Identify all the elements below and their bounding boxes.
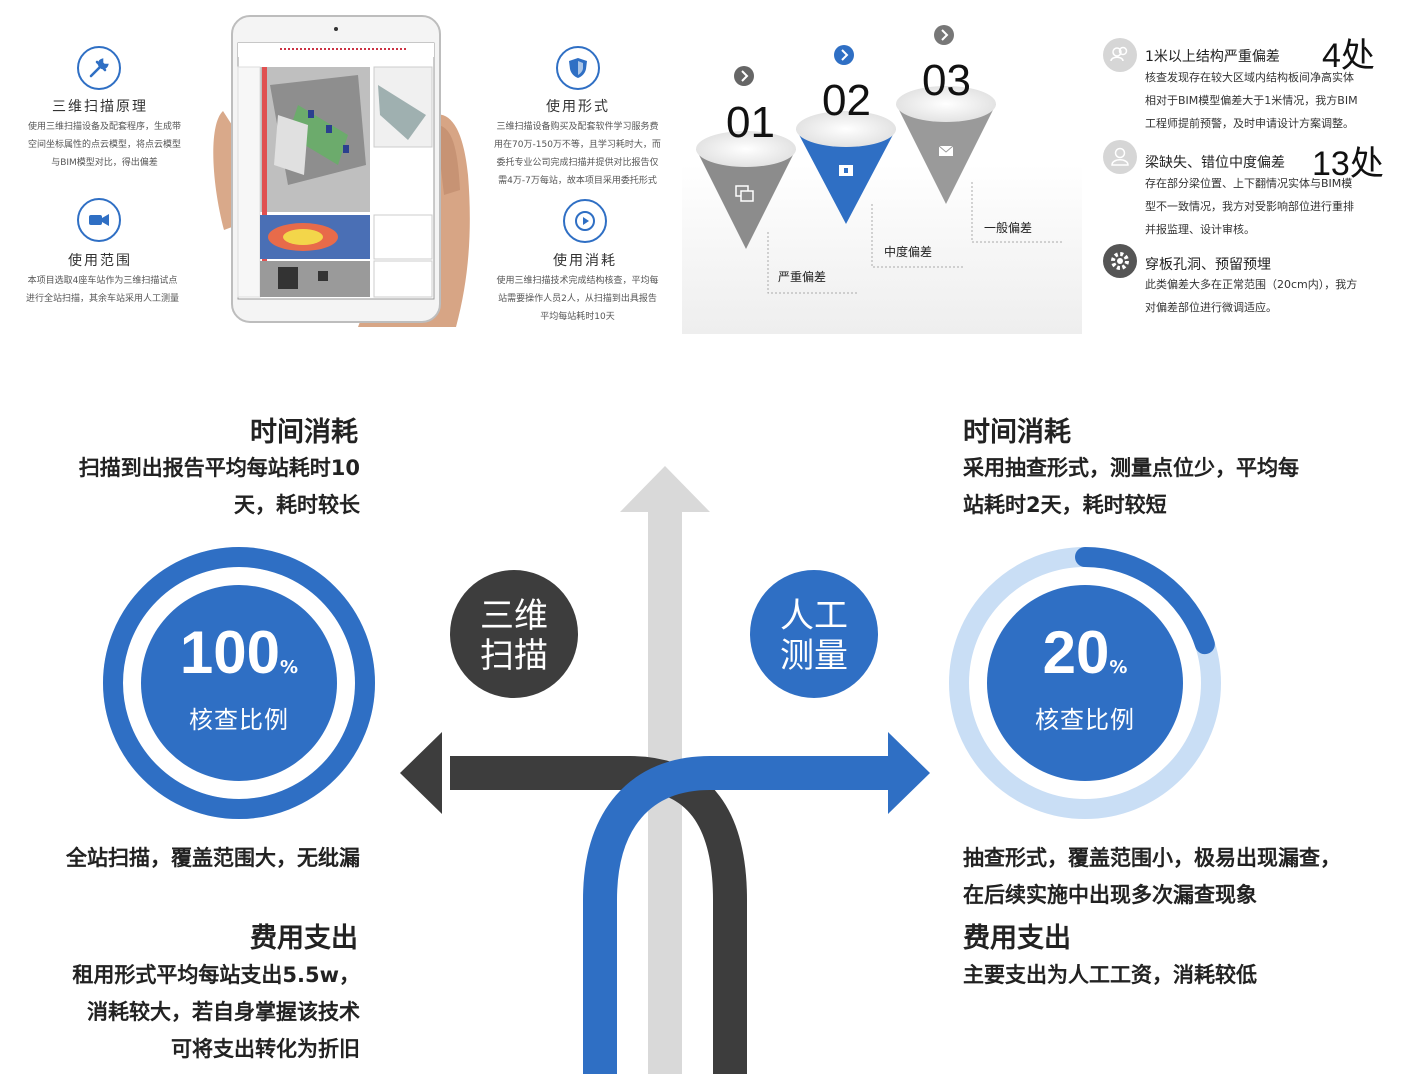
deviation-title-moderate: 梁缺失、错位中度偏差 (1145, 155, 1285, 171)
cone-number-03: 03 (922, 56, 971, 105)
tablet-image (208, 15, 476, 328)
desc-line: 可将支出转化为折旧 (171, 1037, 360, 1061)
deviation-count-severe: 4处 (1322, 37, 1375, 75)
desc-line: 租用形式平均每站支出5.5w， (72, 963, 360, 987)
desc-line: 委托专业公司完成扫描并提供对比报告仅 (496, 158, 659, 168)
desc-line: 空间坐标属性的点云模型，将点云模型 (27, 140, 181, 150)
desc-line: 进行全站扫描，其余车站采用人工测量 (25, 294, 179, 304)
manual-time-desc: 采用抽查形式，测量点位少，平均每 站耗时2天，耗时较短 (963, 450, 1383, 524)
desc-line: 消耗较大，若自身掌握该技术 (87, 1000, 360, 1024)
feature-desc-usage-cost: 使用三维扫描技术完成结构核查，平均每 站需要操作人员2人，从扫描到出具报告 平均… (480, 272, 675, 326)
scan-time-title: 时间消耗 (250, 417, 358, 448)
cone-label-minor: 一般偏差 (984, 221, 1033, 235)
desc-line: 三维扫描设备购买及配套软件学习服务费 (496, 122, 659, 132)
feature-desc-scan-principle: 使用三维扫描设备及配套程序，生成带 空间坐标属性的点云模型，将点云模型 与BIM… (12, 118, 197, 172)
comparison-arrows (390, 460, 950, 1074)
deviation-cones (682, 14, 1082, 334)
manual-coverage: 抽查形式，覆盖范围小，极易出现漏查， 在后续实施中出现多次漏查现象 (963, 840, 1393, 914)
feature-title-usage-scope: 使用范围 (68, 253, 132, 269)
scan-time-desc: 扫描到出报告平均每站耗时10 天，耗时较长 (20, 450, 360, 524)
label-line: 三维 (480, 596, 548, 636)
cone-label-moderate: 中度偏差 (884, 245, 933, 259)
user-icon (1103, 140, 1137, 174)
desc-line: 扫描到出报告平均每站耗时10 (78, 456, 360, 480)
desc-line: 使用三维扫描技术完成结构核查，平均每 (496, 276, 659, 286)
desc-line: 使用三维扫描设备及配套程序，生成带 (27, 122, 181, 132)
users-icon (1103, 38, 1137, 72)
deviation-count-moderate: 13处 (1312, 145, 1384, 183)
desc-line: 对偏差部位进行微调适应。 (1145, 301, 1277, 314)
cone-number-02: 02 (822, 76, 871, 125)
video-camera-icon (77, 198, 121, 242)
desc-line: 主要支出为人工工资，消耗较低 (963, 963, 1257, 987)
feature-desc-usage-form: 三维扫描设备购买及配套软件学习服务费 用在70万-150万不等，且学习耗时大，而… (480, 118, 675, 190)
desc-line: 核查发现存在较大区域内结构板间净高实体 (1145, 71, 1354, 84)
ratio-unit: % (280, 657, 299, 678)
deviation-desc-moderate: 存在部分梁位置、上下翻情况实体与BIM模 型不一致情况，我方对受影响部位进行重排… (1145, 172, 1395, 241)
desc-line: 站耗时2天，耗时较短 (963, 493, 1167, 517)
desc-line: 型不一致情况，我方对受影响部位进行重排 (1145, 200, 1354, 213)
manual-cost-desc: 主要支出为人工工资，消耗较低 (963, 957, 1383, 994)
scan-method-badge (450, 570, 578, 698)
label-line: 测量 (780, 636, 848, 676)
desc-line: 平均每站耗时10天 (540, 312, 615, 322)
manual-method-badge (750, 570, 878, 698)
desc-line: 天，耗时较长 (234, 493, 360, 517)
ratio-number: 20 (1042, 619, 1110, 686)
desc-line: 此类偏差大多在正常范围（20cm内），我方 (1145, 278, 1358, 291)
shield-icon (556, 46, 600, 90)
deviation-desc-severe: 核查发现存在较大区域内结构板间净高实体 相对于BIM模型偏差大于1米情况，我方B… (1145, 66, 1395, 135)
label-line: 扫描 (480, 636, 548, 676)
deviation-desc-minor: 此类偏差大多在正常范围（20cm内），我方 对偏差部位进行微调适应。 (1145, 273, 1395, 319)
feature-title-usage-cost: 使用消耗 (553, 253, 617, 269)
feature-title-scan-principle: 三维扫描原理 (52, 99, 148, 115)
feature-desc-usage-scope: 本项目选取4座车站作为三维扫描试点 进行全站扫描，其余车站采用人工测量 (10, 272, 195, 308)
manual-ratio-label: 核查比例 (1035, 706, 1135, 734)
desc-line: 在后续实施中出现多次漏查现象 (963, 883, 1257, 907)
feature-title-usage-form: 使用形式 (546, 99, 610, 115)
deviation-title-minor: 穿板孔洞、预留预埋 (1145, 257, 1271, 273)
desc-line: 本项目选取4座车站作为三维扫描试点 (27, 276, 178, 286)
scan-ratio-label: 核查比例 (189, 706, 289, 734)
ratio-number: 100 (179, 619, 281, 686)
scan-method-label: 三维 扫描 (450, 596, 578, 676)
desc-line: 抽查形式，覆盖范围小，极易出现漏查， (963, 846, 1341, 870)
desc-line: 采用抽查形式，测量点位少，平均每 (963, 456, 1299, 480)
deviation-title-severe: 1米以上结构严重偏差 (1145, 49, 1280, 65)
desc-line: 需4万-7万每站，故本项目采用委托形式 (498, 176, 657, 186)
manual-ratio-ring (948, 546, 1222, 820)
manual-ratio-value: 20% (948, 618, 1222, 687)
desc-line: 用在70万-150万不等，且学习耗时大，而 (494, 140, 661, 150)
desc-line: 并报监理、设计审核。 (1145, 223, 1255, 236)
cone-label-severe: 严重偏差 (778, 270, 827, 284)
desc-line: 工程师提前预警，及时申请设计方案调整。 (1145, 117, 1354, 130)
scan-cost-title: 费用支出 (250, 923, 358, 954)
wrench-screwdriver-icon (77, 46, 121, 90)
manual-cost-title: 费用支出 (963, 923, 1071, 954)
desc-line: 存在部分梁位置、上下翻情况实体与BIM模 (1145, 177, 1353, 190)
manual-time-title: 时间消耗 (963, 417, 1071, 448)
scan-ratio-value: 100% (102, 618, 376, 687)
gear-icon (1103, 244, 1137, 278)
desc-line: 相对于BIM模型偏差大于1米情况，我方BIM (1145, 94, 1358, 107)
desc-line: 与BIM模型对比，得出偏差 (51, 158, 158, 168)
scan-cost-desc: 租用形式平均每站支出5.5w， 消耗较大，若自身掌握该技术 可将支出转化为折旧 (20, 957, 360, 1068)
scan-ratio-ring (102, 546, 376, 820)
play-icon (563, 199, 607, 243)
cone-number-01: 01 (726, 98, 775, 147)
manual-method-label: 人工 测量 (750, 596, 878, 676)
scan-coverage: 全站扫描，覆盖范围大，无纰漏 (66, 846, 360, 870)
desc-line: 站需要操作人员2人，从扫描到出具报告 (498, 294, 657, 304)
ratio-unit: % (1109, 657, 1128, 678)
label-line: 人工 (780, 596, 848, 636)
